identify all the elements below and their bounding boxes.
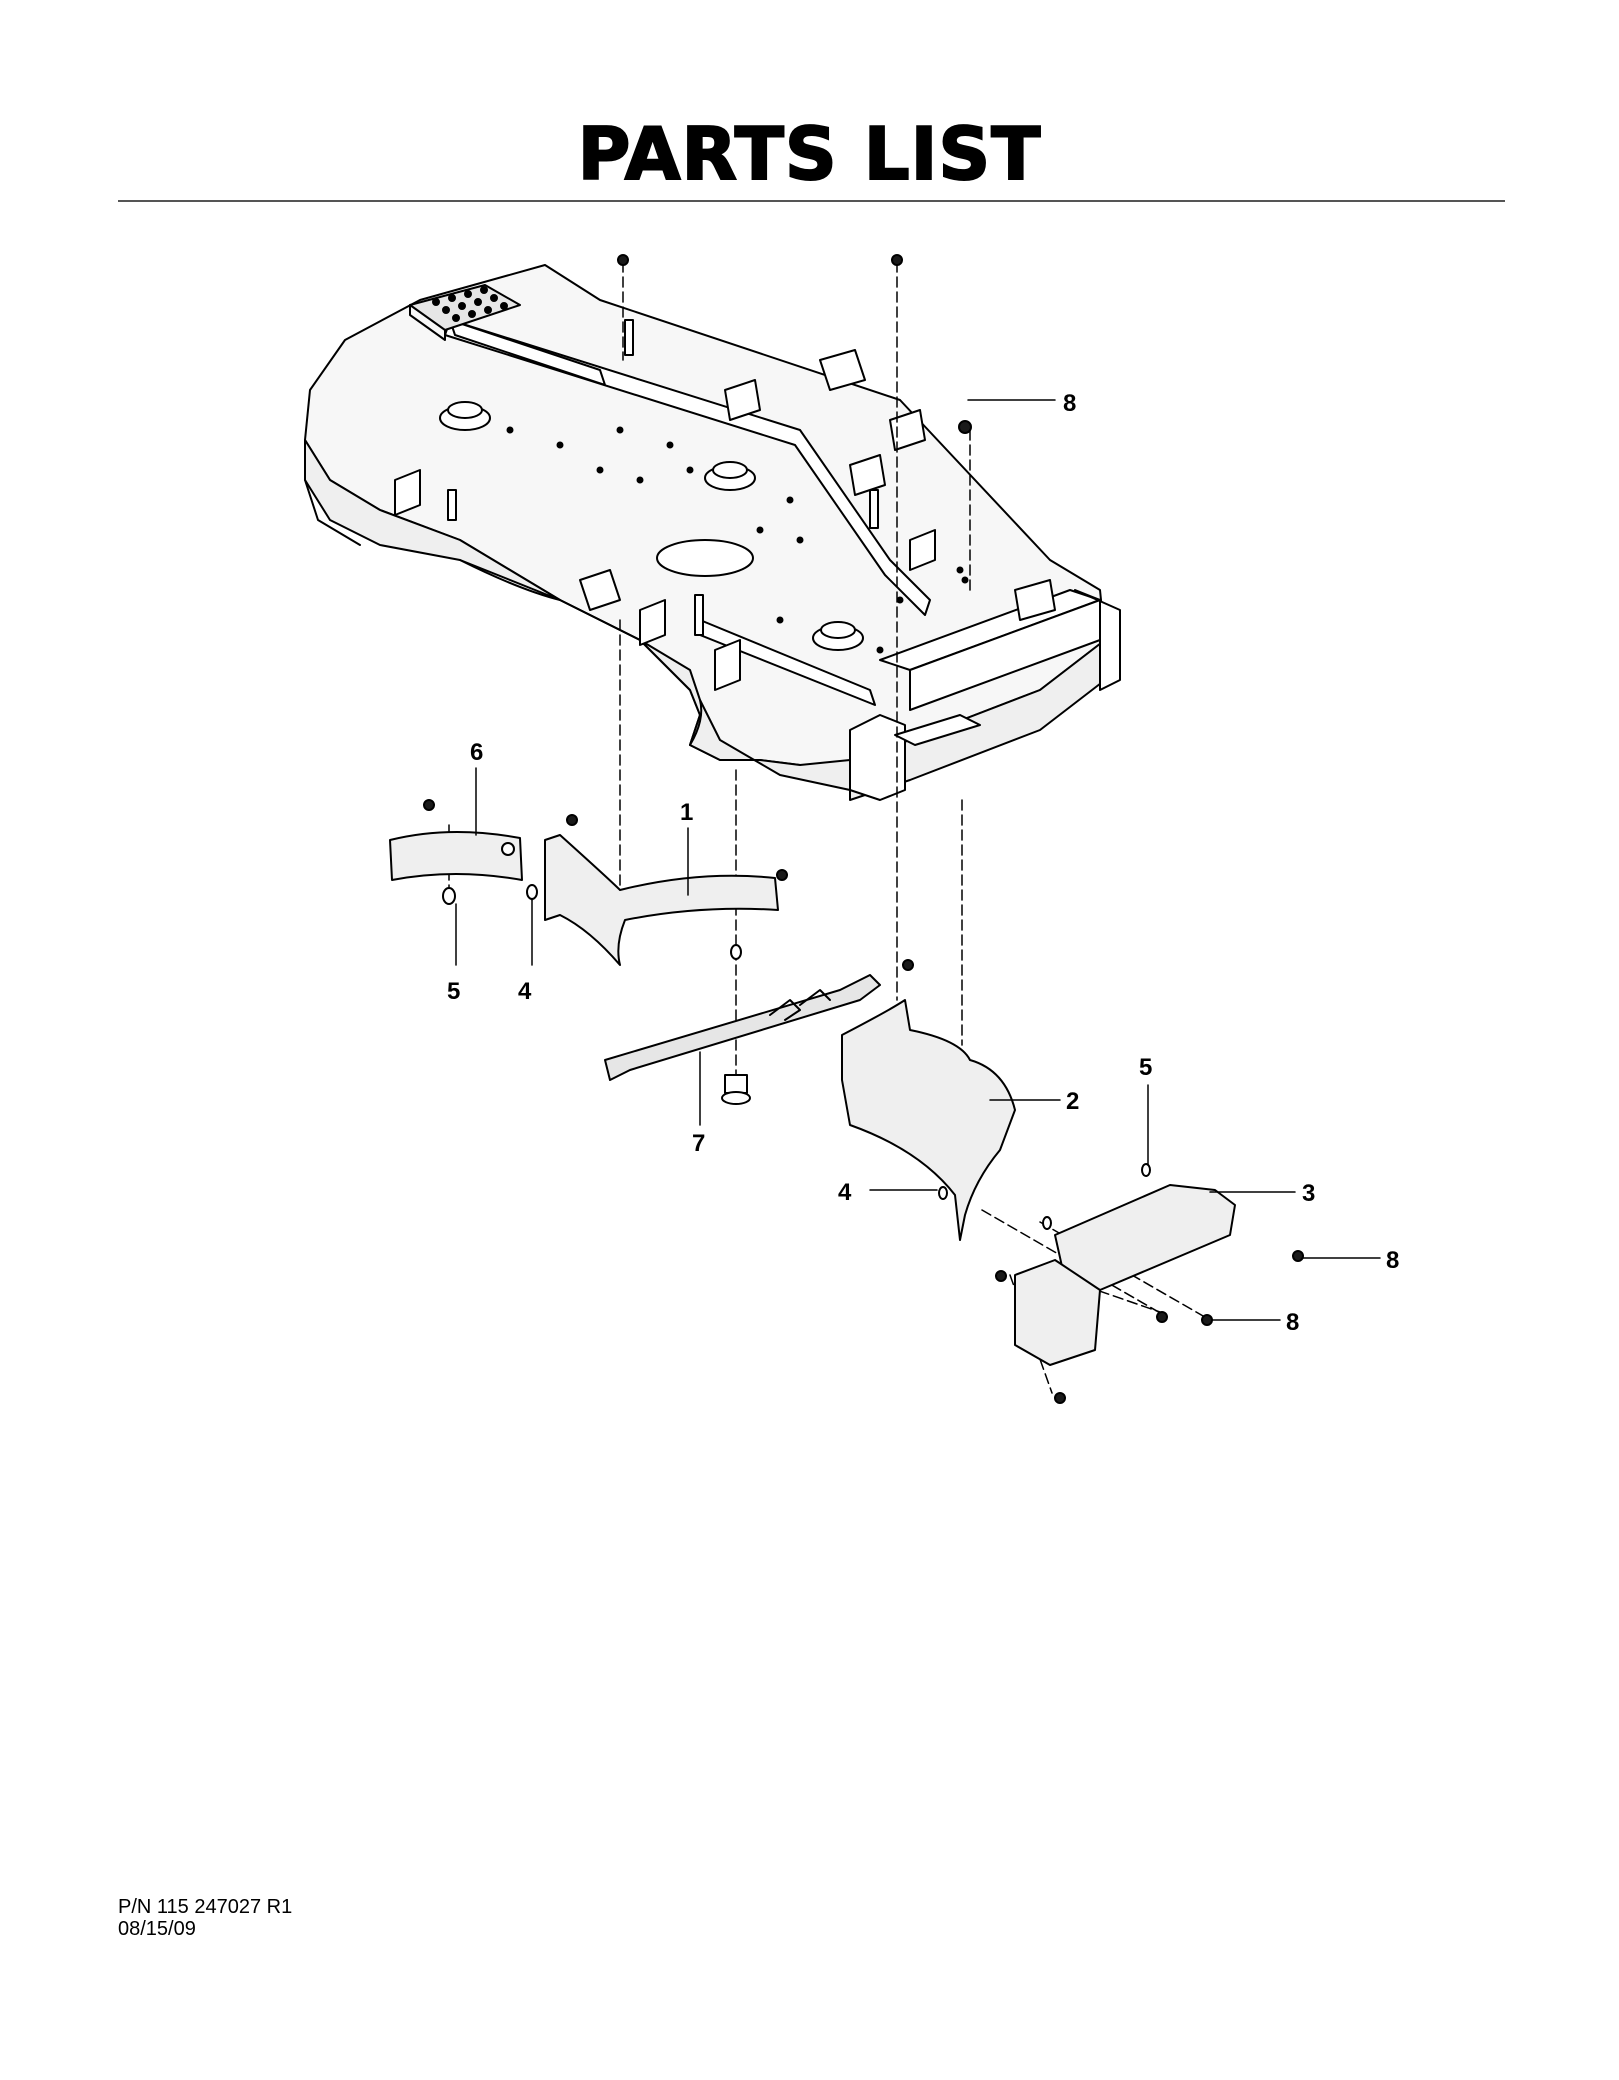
callout-5-left: 5: [447, 978, 460, 1005]
revision-date: 08/15/09: [118, 1918, 196, 1940]
title-divider: [118, 200, 1505, 202]
callout-6: 6: [470, 739, 483, 766]
part-3-discharge-chute: [1054, 1184, 1236, 1291]
callout-8-chute-right: 8: [1386, 1247, 1399, 1274]
part-7-mulching-blade: [604, 974, 881, 1081]
part-6-baffle-plate: [389, 831, 523, 881]
page-title: PARTS LIST: [577, 112, 1042, 196]
callout-5-right: 5: [1139, 1054, 1152, 1081]
callout-8-top: 8: [1063, 390, 1076, 417]
callout-7: 7: [692, 1130, 705, 1157]
callout-8-chute-bottom: 8: [1286, 1309, 1299, 1336]
part-2-large-shield: [841, 999, 1016, 1241]
part-1-curved-shield: [544, 834, 779, 966]
callout-4-right: 4: [838, 1179, 852, 1206]
callout-1: 1: [680, 799, 693, 826]
part-number: P/N 115 247027 R1: [118, 1896, 293, 1918]
part-3-chute-end: [1014, 1259, 1101, 1366]
footer: P/N 115 247027 R1 08/15/09: [118, 1896, 292, 1940]
mower-deck-housing: [304, 264, 1121, 801]
exploded-parts-diagram: 1 2 3 4 4 5 5 6 7 8 8 8: [304, 254, 1399, 1404]
callout-3: 3: [1302, 1180, 1315, 1207]
callout-2: 2: [1066, 1088, 1079, 1115]
leader-lines: [455, 399, 1381, 1321]
callout-4-left: 4: [518, 978, 532, 1005]
